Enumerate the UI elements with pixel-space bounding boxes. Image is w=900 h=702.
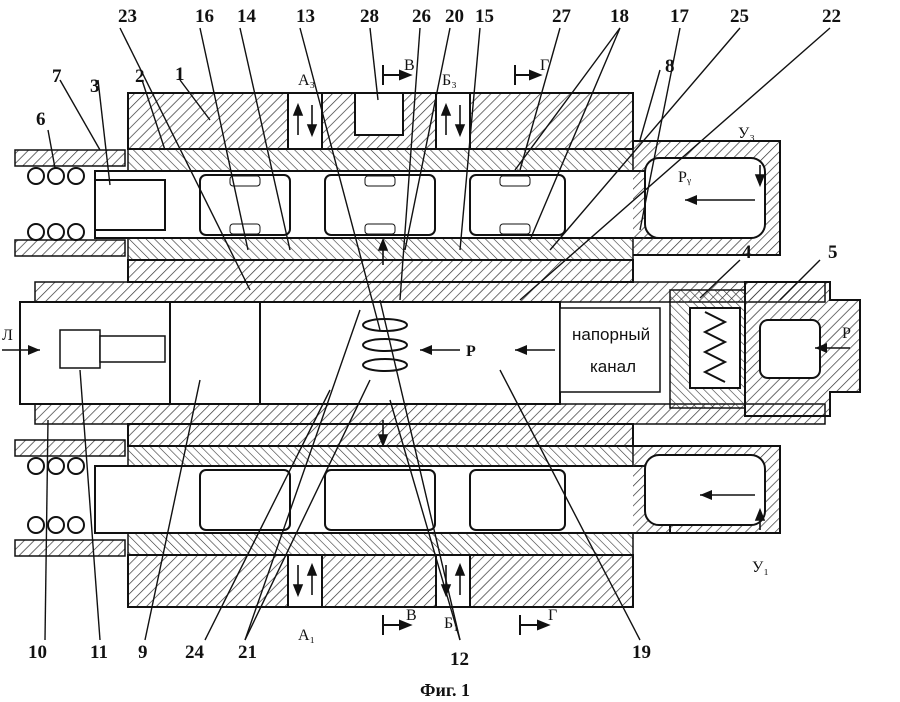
right-labels: 8 4 5	[665, 56, 838, 263]
label-14: 14	[237, 6, 257, 27]
check-valve-spring	[702, 311, 728, 383]
port-b1: Б₁	[444, 615, 459, 632]
label-9: 9	[138, 642, 148, 663]
central-body	[2, 281, 861, 425]
channel-label-line1: напорный	[572, 325, 650, 344]
port-l: Л	[2, 327, 13, 344]
top-labels: 23 16 14 13 28 26 20 15 27 18 17 25 22	[118, 6, 841, 27]
label-18: 18	[610, 6, 629, 27]
port-u3: У₃	[738, 125, 755, 142]
port-ry: Рᵧ	[678, 169, 692, 186]
channel-label-line2: канал	[590, 357, 636, 376]
section-g-top: Г	[540, 57, 549, 74]
figure-caption: Фиг. 1	[420, 680, 470, 700]
label-3: 3	[90, 76, 100, 97]
label-6: 6	[36, 109, 46, 130]
port-p-inlet: Р	[842, 325, 851, 342]
label-15: 15	[475, 6, 494, 27]
port-u1: У₁	[752, 559, 769, 576]
label-1: 1	[175, 64, 185, 85]
label-10: 10	[28, 642, 47, 663]
label-20: 20	[445, 6, 464, 27]
port-a1: А₁	[298, 627, 315, 644]
label-4: 4	[742, 242, 752, 263]
label-13: 13	[296, 6, 315, 27]
section-markers	[382, 65, 551, 635]
channel-text: напорный канал	[572, 325, 650, 376]
leader-lines	[44, 27, 831, 641]
lower-spring	[27, 457, 85, 534]
section-g-bottom: Г	[548, 607, 557, 624]
label-22: 22	[822, 6, 841, 27]
label-8: 8	[665, 56, 675, 77]
label-17: 17	[670, 6, 690, 27]
label-19: 19	[632, 642, 651, 663]
label-11: 11	[90, 642, 108, 663]
label-27: 27	[552, 6, 572, 27]
port-labels: А₃ Б₃ А₁ Б₁ У₃ У₁ Рᵧ Р Р Л В Г В Г	[2, 57, 851, 644]
port-p-center: Р	[466, 343, 476, 360]
label-12: 12	[450, 649, 469, 670]
label-16: 16	[195, 6, 214, 27]
label-5: 5	[828, 242, 838, 263]
label-23: 23	[118, 6, 137, 27]
label-21: 21	[238, 642, 257, 663]
lower-valve-body	[14, 423, 781, 608]
port-b3: Б₃	[442, 72, 457, 89]
bottom-labels: 10 11 9 24 21 12 19	[28, 642, 651, 670]
label-25: 25	[730, 6, 749, 27]
section-v-bottom: В	[406, 607, 417, 624]
label-24: 24	[185, 642, 205, 663]
upper-spring	[27, 167, 85, 241]
label-28: 28	[360, 6, 379, 27]
label-2: 2	[135, 66, 145, 87]
upper-valve-body	[14, 92, 781, 283]
label-7: 7	[52, 66, 62, 87]
section-v-top: В	[404, 57, 415, 74]
label-26: 26	[412, 6, 431, 27]
left-top-labels: 7 3 2 1 6	[36, 64, 185, 130]
port-a3: А₃	[298, 72, 315, 89]
